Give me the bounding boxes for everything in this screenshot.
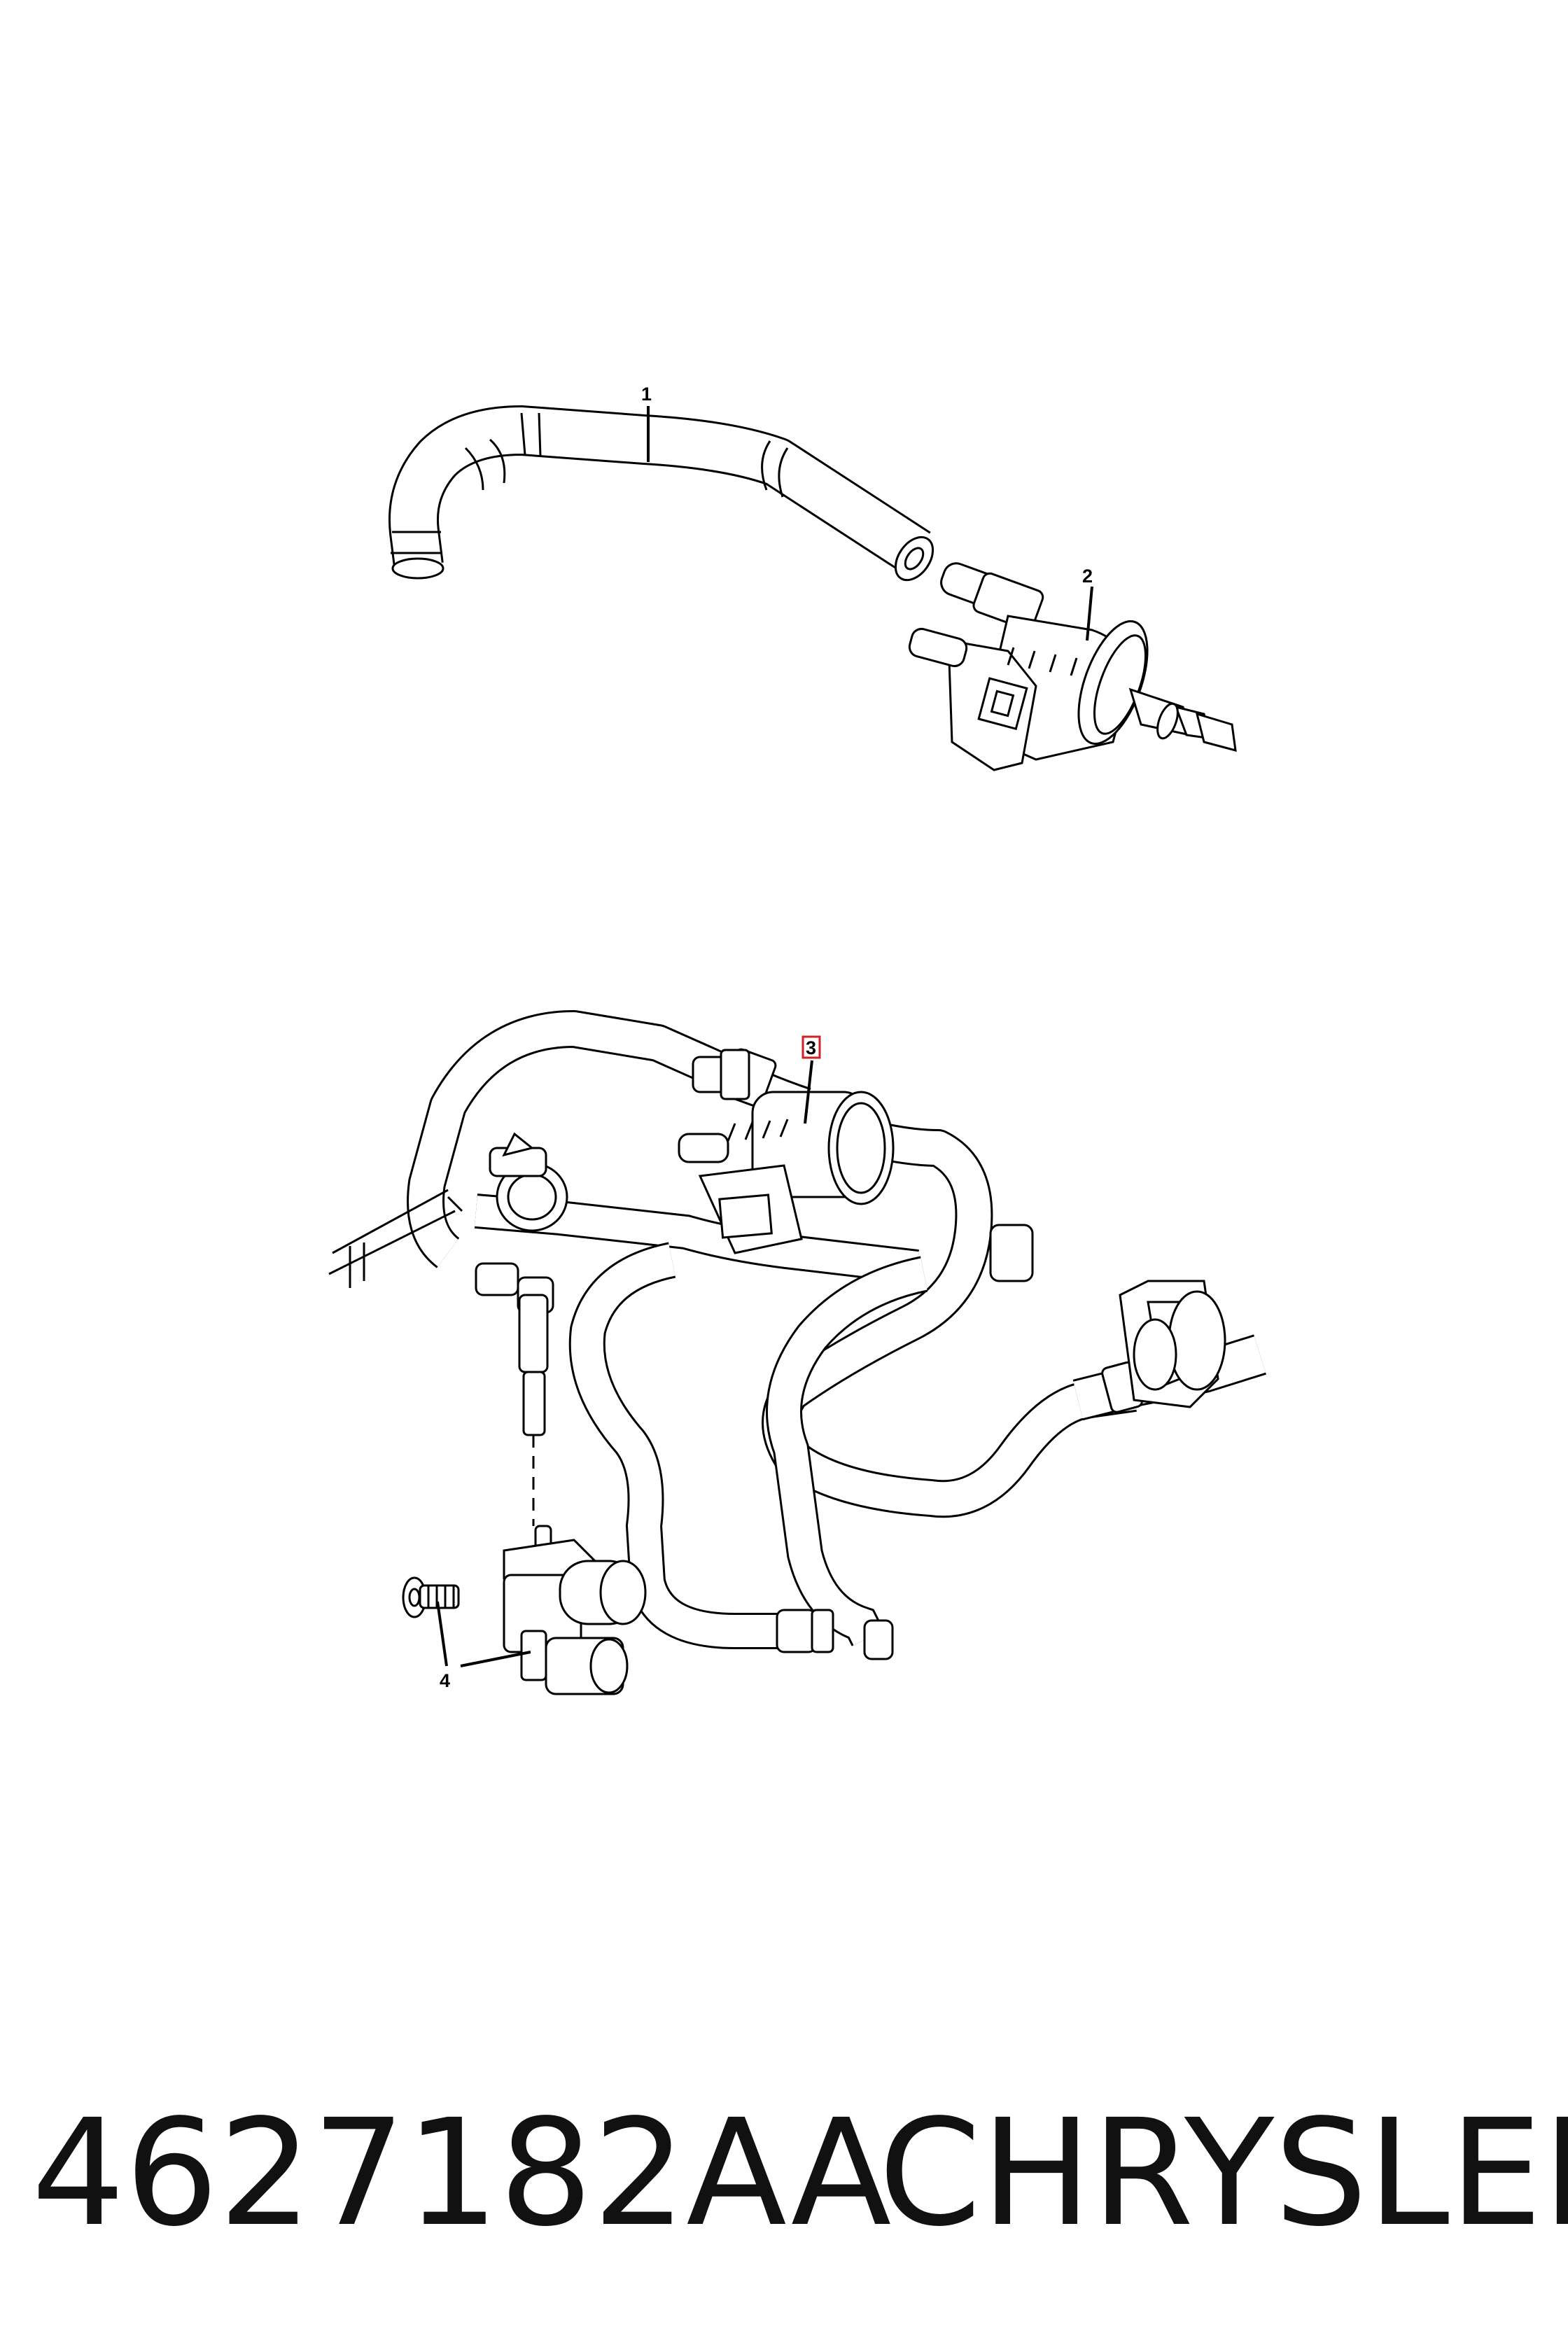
brand-name: CHRYSLER: [878, 2087, 1568, 2259]
hose-part-1: [388, 405, 934, 582]
part-number: 4627182AA: [31, 2087, 892, 2259]
callout-3: 3: [806, 1037, 816, 1058]
bolt-part-4: [402, 1576, 460, 1618]
vapor-harness-part-3: [328, 1010, 1266, 1660]
callout-2: 2: [1082, 566, 1093, 587]
leader-lines: [436, 406, 1093, 1667]
callout-3-highlight-box: [802, 1035, 821, 1059]
purge-valve-part-2: [908, 562, 1237, 771]
callout-1: 1: [641, 384, 652, 405]
callout-4: 4: [440, 1670, 450, 1691]
solenoid-part-4: [503, 1525, 647, 1695]
